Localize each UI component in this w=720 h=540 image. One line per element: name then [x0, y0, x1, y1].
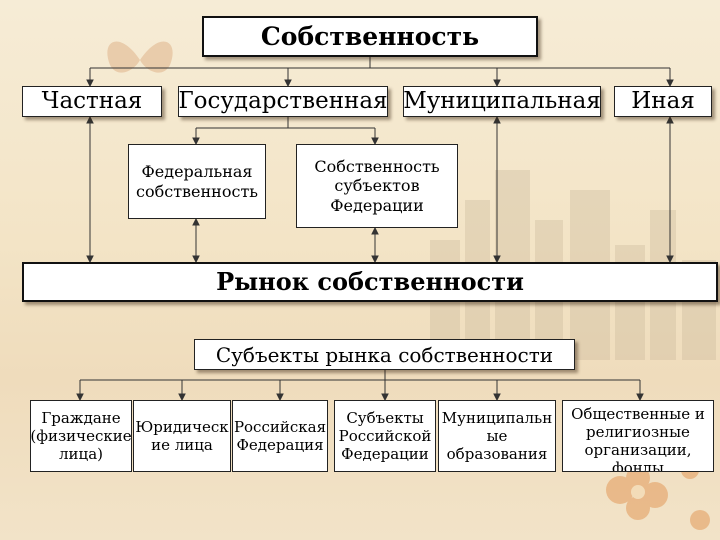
- subject-legal-entities-box: Юридическ ие лица: [133, 400, 231, 472]
- subject-federation-subjects-box: Субъекты Российской Федерации: [334, 400, 436, 472]
- subject-municipal-box: Муниципальн ые образования: [438, 400, 556, 472]
- subject-citizens-box: Граждане (физические лица): [30, 400, 132, 472]
- subjects-property-label: Собственность субъектов Федерации: [314, 157, 440, 215]
- type-other-label: Иная: [631, 87, 695, 114]
- type-private-label: Частная: [41, 87, 143, 114]
- market-subjects-title: Субъекты рынка собственности: [215, 342, 554, 367]
- subject-russian-federation-box: Российская Федерация: [232, 400, 328, 472]
- butterfly-decoration-icon: [107, 41, 173, 73]
- subject-citizens-label: Граждане (физические лица): [30, 409, 132, 463]
- property-market-label: Рынок собственности: [216, 266, 524, 296]
- type-municipal-label: Муниципальная: [403, 87, 601, 114]
- subject-public-orgs-box: Общественные и религиозные организации, …: [562, 400, 714, 472]
- type-municipal-box: Муниципальная: [403, 86, 601, 117]
- flower-decoration-icon: [606, 461, 710, 530]
- subject-municipal-label: Муниципальн ые образования: [441, 409, 553, 463]
- type-state-box: Государственная: [178, 86, 388, 117]
- property-title: Собственность: [260, 21, 480, 51]
- federal-property-box: Федеральная собственность: [128, 144, 266, 219]
- subject-federation-subjects-label: Субъекты Российской Федерации: [338, 409, 432, 463]
- property-market-box: Рынок собственности: [22, 262, 718, 302]
- type-other-box: Иная: [614, 86, 712, 117]
- subject-legal-entities-label: Юридическ ие лица: [135, 418, 229, 454]
- subjects-property-box: Собственность субъектов Федерации: [296, 144, 458, 228]
- property-title-box: Собственность: [202, 16, 538, 57]
- market-subjects-title-box: Субъекты рынка собственности: [194, 339, 575, 370]
- subject-russian-federation-label: Российская Федерация: [233, 418, 327, 454]
- type-private-box: Частная: [22, 86, 162, 117]
- subject-public-orgs-label: Общественные и религиозные организации, …: [571, 405, 705, 472]
- federal-property-label: Федеральная собственность: [136, 162, 258, 201]
- type-state-label: Государственная: [178, 87, 388, 114]
